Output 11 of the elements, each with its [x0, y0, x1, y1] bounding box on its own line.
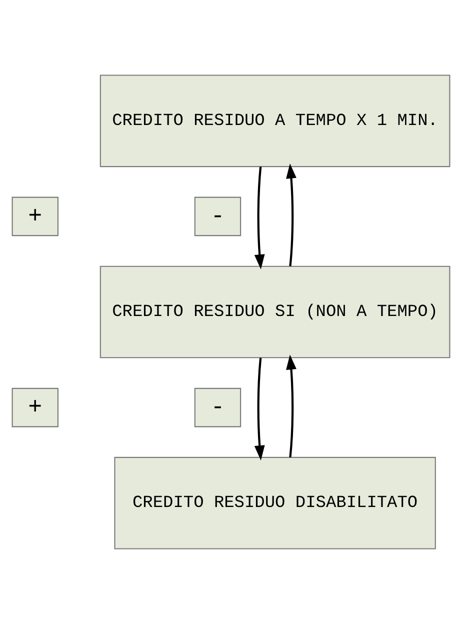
arrow	[286, 354, 296, 458]
arrow	[254, 358, 265, 460]
node-box: CREDITO RESIDUO SI (NON A TEMPO)	[100, 266, 450, 358]
node-box: -	[194, 388, 242, 428]
node-box: -	[194, 196, 242, 236]
arrow	[286, 164, 296, 266]
arrow	[254, 166, 265, 270]
node-box: CREDITO RESIDUO DISABILITATO	[114, 456, 436, 550]
node-box: +	[12, 196, 58, 236]
node-box: +	[12, 388, 58, 428]
node-box: CREDITO RESIDUO A TEMPO X 1 MIN.	[100, 74, 450, 168]
